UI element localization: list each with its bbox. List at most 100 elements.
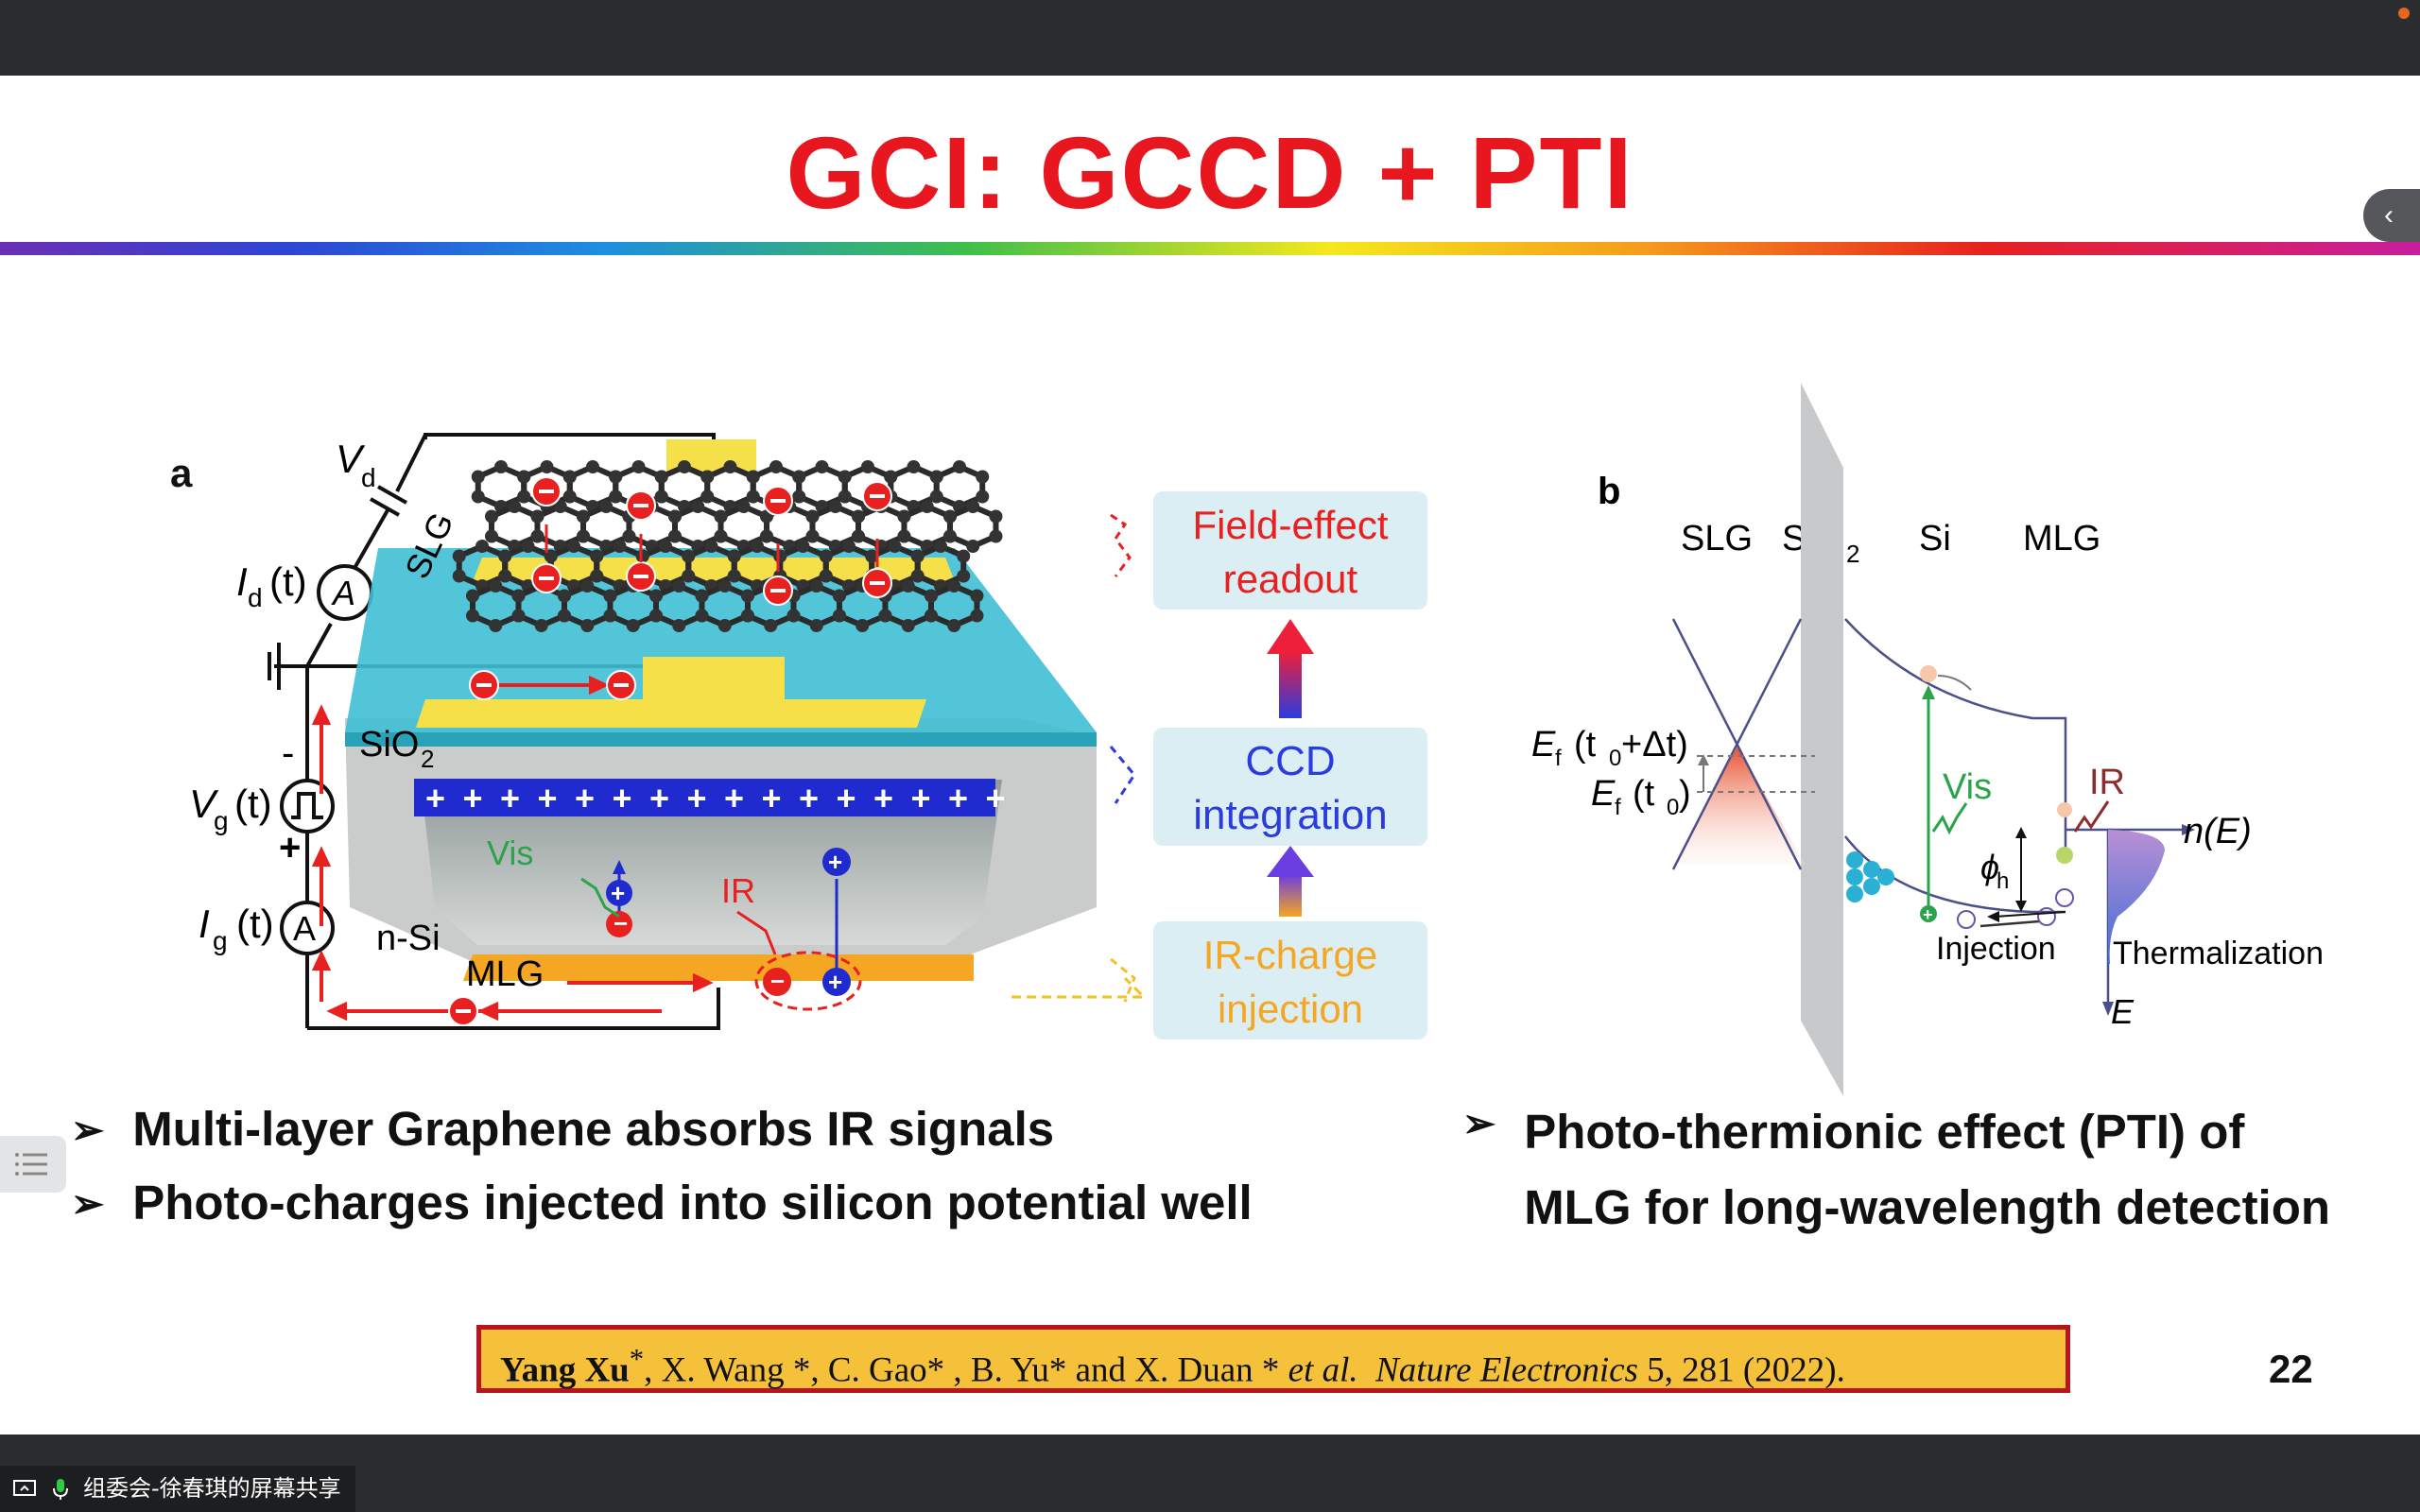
band-ir-label: IR bbox=[2089, 763, 2125, 802]
graphene-atom bbox=[966, 540, 980, 553]
ef2-label: E bbox=[1591, 774, 1616, 814]
screen-share-icon bbox=[13, 1479, 36, 1496]
graphene-atom bbox=[832, 589, 846, 603]
ne-label: n(E) bbox=[2184, 812, 2252, 851]
graphene-atom bbox=[672, 619, 686, 632]
positive-charge: + bbox=[799, 779, 819, 817]
graphene-atom bbox=[648, 609, 663, 623]
screen-share-indicator[interactable]: 组委会-徐春琪的屏幕共享 bbox=[0, 1466, 355, 1512]
flow-ir-line2: injection bbox=[1218, 987, 1363, 1031]
electron-minus bbox=[456, 1009, 471, 1013]
energy-label: E bbox=[2111, 992, 2135, 1031]
graphene-atom bbox=[471, 490, 485, 504]
band-sio2-sub: 2 bbox=[1846, 540, 1859, 568]
citation-authors: , X. Wang *, C. Gao* , B. Yu* and X. Dua… bbox=[644, 1350, 1288, 1390]
injection-label: Injection bbox=[1936, 931, 2056, 967]
graphene-atom bbox=[682, 569, 696, 583]
svg-text:−: − bbox=[770, 967, 785, 995]
graphene-atom bbox=[576, 529, 590, 543]
graphene-atom bbox=[947, 579, 961, 593]
electron-minus bbox=[870, 581, 885, 585]
vd-sub: d bbox=[361, 463, 376, 492]
recording-indicator-icon bbox=[2398, 8, 2410, 19]
graphene-atom bbox=[764, 619, 778, 632]
electron-minus bbox=[633, 575, 648, 578]
collapse-panel-chevron-icon[interactable]: ‹ bbox=[2363, 189, 2420, 242]
citation-box: Yang Xu*, X. Wang *, C. Gao* , B. Yu* an… bbox=[476, 1325, 2070, 1393]
graphene-atom bbox=[658, 540, 672, 553]
graphene-atom bbox=[723, 460, 737, 473]
graphene-atom bbox=[957, 569, 971, 583]
graphene-atom bbox=[929, 490, 943, 504]
graphene-atom bbox=[841, 540, 856, 553]
graphene-atom bbox=[609, 490, 623, 504]
id-t: (t) bbox=[269, 559, 307, 604]
flow-diagram: Field-effect readout CCD integration IR-… bbox=[1011, 491, 1427, 1040]
graphene-atom bbox=[677, 460, 691, 473]
graphene-atom bbox=[901, 579, 915, 593]
graphene-atom bbox=[471, 470, 485, 484]
vg-minus: - bbox=[282, 732, 294, 774]
silicon-bands bbox=[1844, 618, 2067, 928]
graphene-atom bbox=[838, 470, 852, 484]
nsi-label: n-Si bbox=[376, 919, 441, 958]
carrier-distribution bbox=[2108, 830, 2165, 964]
id-label: I bbox=[236, 559, 248, 604]
ig-t: (t) bbox=[236, 902, 274, 946]
citation-etal: et al. bbox=[1288, 1350, 1358, 1390]
graphene-atom bbox=[494, 460, 508, 473]
graphene-atom bbox=[489, 579, 503, 593]
graphene-atom bbox=[897, 509, 911, 524]
graphene-atom bbox=[695, 609, 709, 623]
top-toolbar bbox=[0, 0, 2420, 76]
graphene-atom bbox=[580, 619, 595, 632]
graphene-atom bbox=[700, 470, 715, 484]
bullet-arrow-icon: ➢ bbox=[1462, 1101, 1496, 1145]
electron-minus bbox=[770, 499, 786, 503]
graphene-atom bbox=[714, 529, 728, 543]
ef2-arg-sub: 0 bbox=[1667, 795, 1679, 820]
rainbow-divider bbox=[0, 242, 2420, 255]
graphene-atom bbox=[485, 509, 498, 524]
graphene-atom bbox=[805, 529, 820, 543]
panel-a-label: a bbox=[170, 451, 193, 495]
electron-minus bbox=[614, 683, 629, 687]
graphene-atom bbox=[786, 609, 801, 623]
graphene-atom bbox=[897, 529, 911, 543]
graphene-atom bbox=[540, 460, 554, 473]
graphene-atom bbox=[736, 500, 751, 513]
ef1-sub: f bbox=[1555, 746, 1562, 771]
ef1-arg-tail: +Δt) bbox=[1621, 725, 1688, 765]
positive-charge: + bbox=[538, 779, 558, 817]
outline-list-icon[interactable] bbox=[0, 1136, 66, 1193]
flow-readout-line2: readout bbox=[1223, 557, 1358, 601]
positive-charge: + bbox=[500, 779, 520, 817]
graphene-atom bbox=[717, 619, 732, 632]
graphene-atom bbox=[576, 509, 590, 524]
graphene-atom bbox=[553, 500, 567, 513]
vg-t: (t) bbox=[234, 782, 272, 826]
graphene-atom bbox=[631, 460, 646, 473]
graphene-atom bbox=[989, 509, 1003, 524]
graphene-atom bbox=[929, 470, 943, 484]
graphene-atom bbox=[530, 509, 544, 524]
band-si-label: Si bbox=[1919, 519, 1951, 558]
ig-sub: g bbox=[213, 926, 228, 955]
graphene-atom bbox=[819, 569, 833, 583]
graphene-atom bbox=[475, 540, 489, 553]
electron-markers bbox=[448, 476, 892, 1026]
share-label-text: 组委会-徐春琪的屏幕共享 bbox=[83, 1475, 341, 1502]
shared-slide: GCI: GCCD + PTI ‹ a bbox=[0, 76, 2420, 1435]
graphene-atom bbox=[580, 579, 595, 593]
graphene-atom bbox=[838, 490, 852, 504]
sio2-sub: 2 bbox=[421, 745, 434, 773]
ir-label: IR bbox=[721, 871, 755, 910]
phi-label: ϕ bbox=[1980, 848, 1999, 886]
graphene-atom bbox=[695, 589, 709, 603]
bullet-right: ➢ Photo-thermionic effect (PTI) of MLG f… bbox=[1462, 1094, 2330, 1246]
panel-b-label: b bbox=[1598, 471, 1620, 512]
pulse-source-icon bbox=[280, 779, 335, 833]
graphene-atom bbox=[622, 529, 636, 543]
electron-minus bbox=[770, 589, 786, 593]
id-sub: d bbox=[248, 583, 263, 612]
